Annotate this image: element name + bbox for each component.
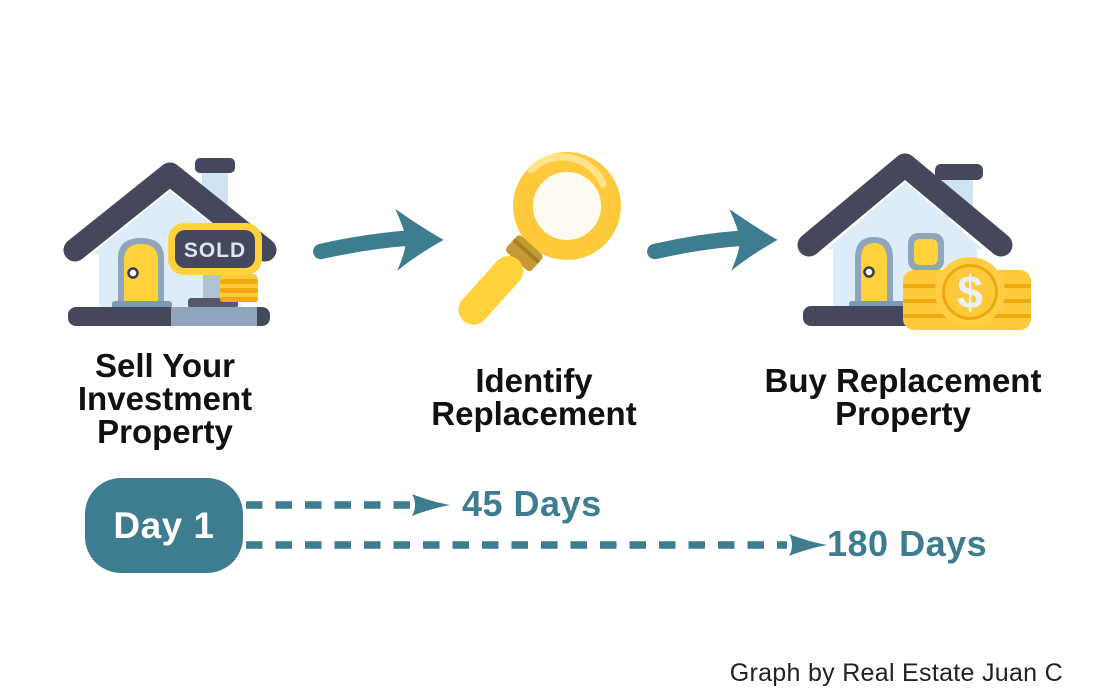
day-1-badge: Day 1 — [85, 478, 243, 573]
dashed-arrow-180-icon — [246, 534, 827, 556]
milestone-45-days: 45 Days — [462, 483, 602, 524]
base-platform — [68, 307, 270, 326]
flow-arrow-2-icon — [647, 208, 778, 271]
dollar-coin: $ — [935, 257, 1005, 327]
coin-stack: $ — [903, 257, 1031, 330]
window — [908, 233, 944, 271]
day-1-badge-label: Day 1 — [113, 504, 215, 546]
gable — [827, 182, 983, 249]
credit-text: Graph by Real Estate Juan C — [729, 659, 1063, 687]
sold-house-icon: SOLD — [63, 158, 277, 326]
coil — [220, 274, 258, 302]
dollar-symbol: $ — [957, 266, 983, 318]
flow-arrow-1-icon — [313, 208, 444, 271]
milestone-180-days: 180 Days — [827, 523, 988, 564]
step-label-identify: Identify Replacement — [431, 362, 637, 432]
door — [849, 237, 905, 310]
sold-sign: SOLD — [168, 223, 262, 275]
door-knob — [127, 267, 139, 279]
magnifier-icon — [458, 152, 621, 325]
step-label-sell: Sell Your Investment Property — [77, 347, 253, 450]
sold-sign-text: SOLD — [184, 239, 246, 262]
house-coins-icon: $ — [797, 153, 1031, 330]
door-knob — [863, 266, 875, 278]
step-label-buy: Buy Replacement Property — [764, 362, 1042, 432]
roof — [797, 153, 1013, 257]
handle — [458, 235, 543, 325]
lens-glass — [523, 162, 611, 250]
lens-highlight — [527, 153, 607, 188]
dashed-arrow-45-icon — [246, 494, 450, 516]
lens-ring — [513, 152, 621, 260]
gold-band — [505, 235, 543, 272]
